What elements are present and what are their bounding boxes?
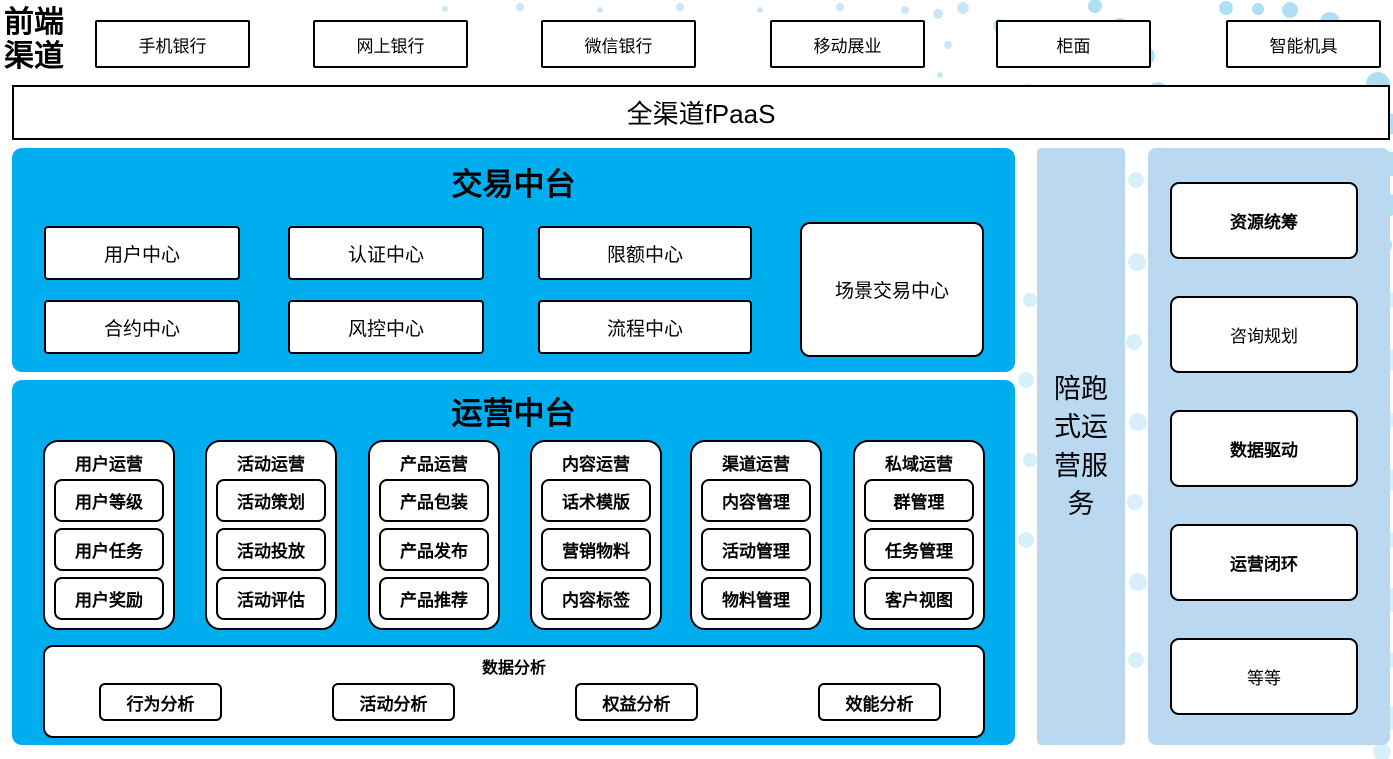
ops-column-content-ops: 内容运营 话术模版 营销物料 内容标签 — [530, 440, 662, 630]
ops-column-user-ops: 用户运营 用户等级 用户任务 用户奖励 — [43, 440, 175, 630]
ops-item: 物料管理 — [701, 577, 811, 620]
analytics-box-efficiency: 效能分析 — [818, 683, 941, 721]
center-box-user: 用户中心 — [44, 226, 240, 280]
center-box-limit: 限额中心 — [538, 226, 752, 280]
side-service-label: 陪跑式运营服务 — [1054, 373, 1108, 519]
channel-box-smart-devices: 智能机具 — [1226, 20, 1381, 68]
analytics-box-behavior: 行为分析 — [99, 683, 222, 721]
trade-platform-panel: 交易中台 用户中心 认证中心 限额中心 合约中心 风控中心 流程中心 场景交易中… — [12, 148, 1015, 372]
ops-item: 内容管理 — [701, 479, 811, 522]
service-box-resource-coordination: 资源统筹 — [1170, 182, 1358, 259]
ops-platform-panel: 运营中台 用户运营 用户等级 用户任务 用户奖励 活动运营 活动策划 活动投放 … — [12, 380, 1015, 745]
ops-item: 产品推荐 — [379, 577, 489, 620]
ops-item: 话术模版 — [541, 479, 651, 522]
trade-platform-title: 交易中台 — [451, 167, 576, 202]
omnichannel-fpaas-bar: 全渠道fPaaS — [12, 85, 1390, 140]
center-box-process: 流程中心 — [538, 300, 752, 354]
service-box-consulting-planning: 咨询规划 — [1170, 296, 1358, 373]
side-service-bar: 陪跑式运营服务 — [1037, 148, 1125, 745]
service-box-etc: 等等 — [1170, 638, 1358, 715]
ops-item: 客户视图 — [864, 577, 974, 620]
center-box-scene-trade: 场景交易中心 — [800, 222, 984, 357]
ops-item: 群管理 — [864, 479, 974, 522]
center-box-contract: 合约中心 — [44, 300, 240, 354]
ops-column-channel-ops: 渠道运营 内容管理 活动管理 物料管理 — [690, 440, 822, 630]
ops-item: 活动投放 — [216, 528, 326, 571]
ops-item: 用户奖励 — [54, 577, 164, 620]
ops-column-private-domain-ops: 私域运营 群管理 任务管理 客户视图 — [853, 440, 985, 630]
channel-box-online-banking: 网上银行 — [313, 20, 468, 68]
center-box-risk: 风控中心 — [288, 300, 484, 354]
ops-item: 活动策划 — [216, 479, 326, 522]
channel-box-mobile-banking: 手机银行 — [95, 20, 250, 68]
ops-item: 内容标签 — [541, 577, 651, 620]
ops-column-product-ops: 产品运营 产品包装 产品发布 产品推荐 — [368, 440, 500, 630]
ops-item: 营销物料 — [541, 528, 651, 571]
ops-item: 活动评估 — [216, 577, 326, 620]
front-channels-label: 前端渠道 — [4, 6, 64, 73]
channel-box-counter: 柜面 — [996, 20, 1151, 68]
channel-box-mobile-outreach: 移动展业 — [770, 20, 925, 68]
service-panel: 资源统筹 咨询规划 数据驱动 运营闭环 等等 — [1148, 148, 1390, 745]
service-box-ops-closed-loop: 运营闭环 — [1170, 524, 1358, 601]
ops-item: 用户等级 — [54, 479, 164, 522]
ops-item: 任务管理 — [864, 528, 974, 571]
ops-column-campaign-ops: 活动运营 活动策划 活动投放 活动评估 — [205, 440, 337, 630]
ops-item: 活动管理 — [701, 528, 811, 571]
analytics-box-benefit: 权益分析 — [575, 683, 698, 721]
ops-item: 产品发布 — [379, 528, 489, 571]
center-box-auth: 认证中心 — [288, 226, 484, 280]
data-analytics-title: 数据分析 — [481, 660, 546, 677]
channel-box-wechat-banking: 微信银行 — [541, 20, 696, 68]
ops-platform-title: 运营中台 — [451, 396, 576, 431]
omnichannel-fpaas-label: 全渠道fPaaS — [626, 99, 776, 129]
ops-item: 用户任务 — [54, 528, 164, 571]
data-analytics-container: 数据分析 行为分析 活动分析 权益分析 效能分析 — [43, 645, 985, 738]
ops-item: 产品包装 — [379, 479, 489, 522]
service-box-data-driven: 数据驱动 — [1170, 410, 1358, 487]
analytics-box-campaign: 活动分析 — [332, 683, 455, 721]
